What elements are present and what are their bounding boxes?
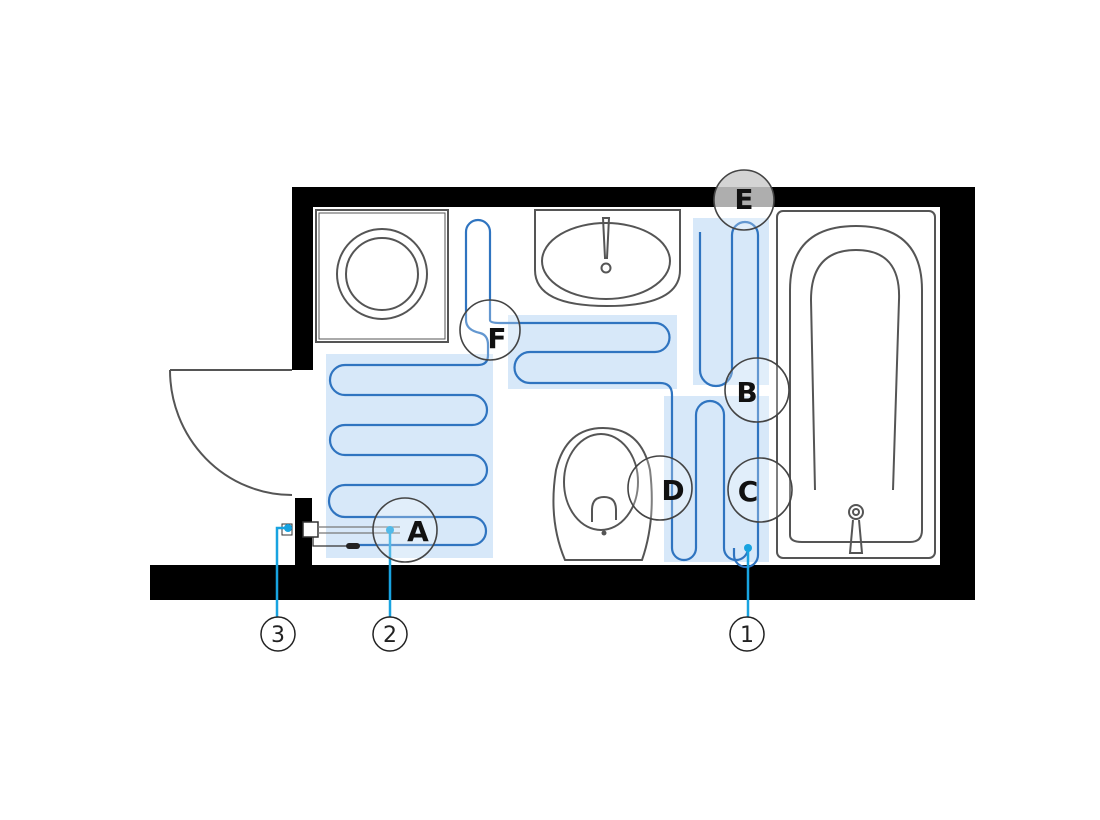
svg-text:2: 2 (383, 623, 397, 648)
label-f: F (487, 322, 506, 355)
label-c: C (738, 475, 759, 508)
callout-d: D (627, 455, 693, 521)
right-wall (940, 187, 975, 600)
callout-a: A (372, 497, 438, 563)
callout-b: B (724, 357, 790, 423)
callout-e: E (713, 169, 775, 231)
cold-lead-wire (318, 526, 400, 534)
toilet (552, 426, 653, 561)
svg-text:1: 1 (740, 623, 754, 648)
thermostat-box (302, 521, 319, 538)
component-marker-3: 3 (260, 616, 296, 652)
sink (534, 209, 681, 308)
bathtub (776, 210, 936, 559)
washing-machine (315, 209, 449, 343)
svg-text:3: 3 (271, 623, 285, 648)
label-e: E (734, 183, 753, 216)
heating-cable (327, 218, 760, 569)
door-swing-arc (169, 369, 293, 496)
leader-lines (275, 524, 752, 618)
component-marker-1: 1 (729, 616, 765, 652)
top-wall (292, 187, 975, 207)
label-a: A (407, 515, 429, 548)
callout-f: F (459, 299, 521, 361)
walls (150, 187, 975, 600)
heating-zone-d-c (664, 396, 769, 562)
bottom-wall (150, 565, 975, 600)
callout-c: C (727, 457, 793, 523)
floor-sensor-wire (312, 537, 350, 547)
floor-sensor (346, 543, 360, 549)
left-wall-upper (292, 187, 313, 370)
door[interactable] (169, 369, 293, 496)
label-b: B (736, 376, 757, 409)
component-marker-2: 2 (372, 616, 408, 652)
faucet-icon (601, 217, 611, 259)
label-d: D (661, 474, 684, 507)
